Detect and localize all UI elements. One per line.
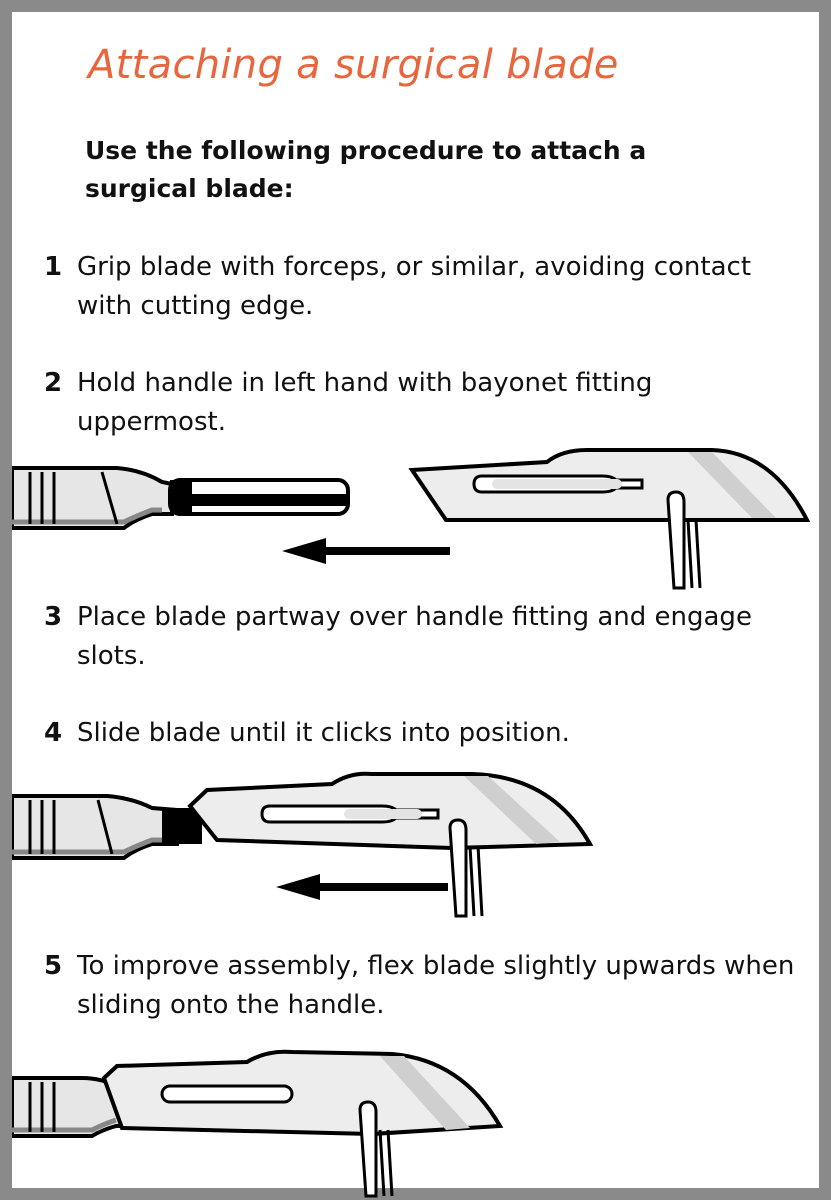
scalpel-handle-icon (12, 1076, 134, 1138)
step-text: Slide blade until it clicks into positio… (77, 718, 570, 748)
step-number: 3 (44, 602, 63, 632)
step-number: 1 (44, 252, 63, 282)
step-number: 5 (44, 951, 63, 981)
forceps-icon (358, 1100, 394, 1198)
step-text: To improve assembly, flex blade slightly… (77, 951, 795, 1020)
step-1: 1 Grip blade with forceps, or similar, a… (44, 248, 804, 326)
forceps-icon (448, 818, 484, 918)
step-4: 4 Slide blade until it clicks into posit… (44, 714, 804, 753)
intro-prefix: Use the following procedure to (85, 136, 531, 165)
illustration-handle-and-blade-separated (12, 448, 811, 590)
surgical-blade-icon (101, 1049, 504, 1137)
intro-emphasis: attach (530, 136, 621, 165)
page-title: Attaching a surgical blade (88, 42, 619, 88)
step-number: 4 (44, 718, 63, 748)
surgical-blade-icon (408, 448, 811, 522)
step-3: 3 Place blade partway over handle fittin… (44, 598, 804, 676)
intro-text: Use the following procedure to attach a … (85, 132, 725, 208)
step-number: 2 (44, 368, 63, 398)
step-text: Grip blade with forceps, or similar, avo… (77, 252, 752, 321)
forceps-icon (666, 490, 702, 590)
illustration-blade-flexed-onto-handle (12, 1049, 504, 1198)
step-5: 5 To improve assembly, flex blade slight… (44, 947, 804, 1025)
illustration-blade-engaged-on-handle (12, 771, 594, 918)
scalpel-handle-icon (12, 466, 350, 530)
intro-suffix: a surgical blade: (85, 136, 647, 203)
step-text: Place blade partway over handle fitting … (77, 602, 752, 671)
step-2: 2 Hold handle in left hand with bayonet … (44, 364, 804, 442)
scalpel-handle-icon (12, 794, 202, 860)
step-text: Hold handle in left hand with bayonet fi… (77, 368, 653, 437)
left-arrow-icon (282, 538, 450, 564)
surgical-blade-icon (187, 771, 594, 851)
left-arrow-icon (276, 874, 448, 900)
